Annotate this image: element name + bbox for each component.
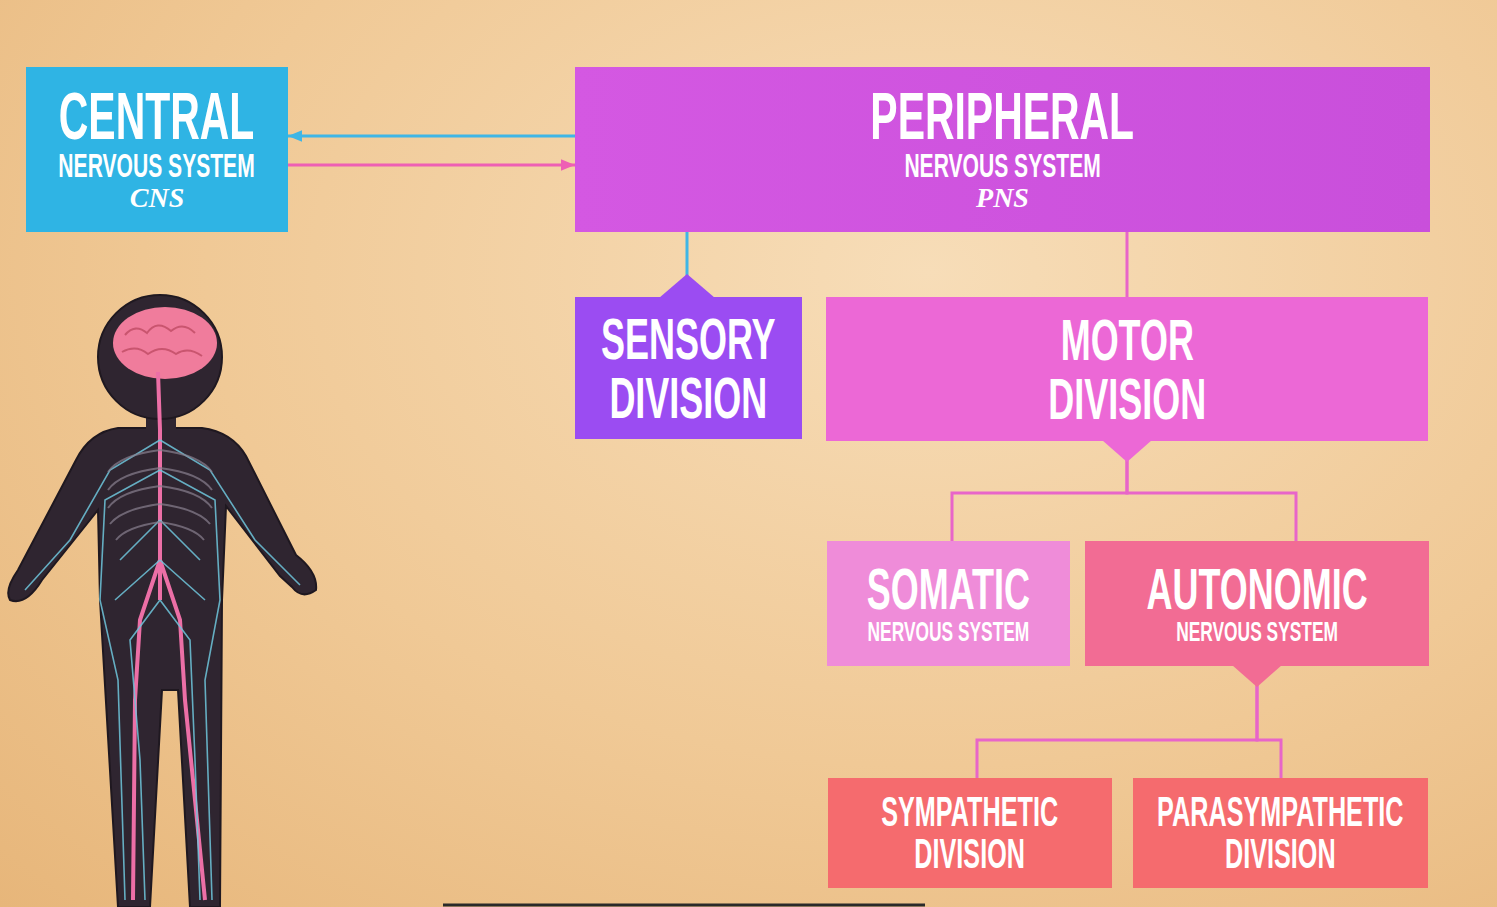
parasympathetic-box: PARASYMPATHETIC DIVISION <box>1133 778 1428 888</box>
connector-line <box>952 441 1127 541</box>
cns-box: CENTRALNERVOUS SYSTEMCNS <box>26 67 288 232</box>
body-silhouette <box>8 295 316 907</box>
pointer-triangle <box>1232 665 1282 687</box>
sympathetic-box: SYMPATHETIC DIVISION <box>828 778 1112 888</box>
connector-line <box>1127 441 1296 541</box>
node-subtext: NERVOUS SYSTEM <box>37 148 277 182</box>
ribs <box>108 450 212 540</box>
connector-line <box>977 666 1257 778</box>
node-heading: PERIPHERAL <box>753 85 1253 148</box>
node-heading: MOTOR DIVISION <box>1027 310 1227 428</box>
node-subtext: NERVOUS SYSTEM <box>803 148 1203 182</box>
node-subtext: PNS <box>903 182 1103 214</box>
connector-line <box>1126 232 1129 297</box>
node-heading: SENSORY DIVISION <box>586 309 791 427</box>
body-outline <box>8 428 316 907</box>
node-heading: CENTRAL <box>37 85 277 148</box>
node-heading: PARASYMPATHETIC DIVISION <box>1141 791 1421 875</box>
brain-folds <box>122 325 202 356</box>
scrub-bar <box>443 904 925 907</box>
pointer-triangle <box>659 274 715 298</box>
node-heading: AUTONOMIC <box>1097 561 1417 618</box>
connector-arrow <box>288 135 575 138</box>
nerves <box>25 440 300 900</box>
node-subtext: NERVOUS SYSTEM <box>836 618 1061 646</box>
pns-box: PERIPHERALNERVOUS SYSTEMPNS <box>575 67 1430 232</box>
motor-box: MOTOR DIVISION <box>826 297 1428 441</box>
somatic-box: SOMATICNERVOUS SYSTEM <box>827 541 1070 666</box>
autonomic-box: AUTONOMICNERVOUS SYSTEM <box>1085 541 1429 666</box>
node-subtext: NERVOUS SYSTEM <box>1097 618 1417 646</box>
sensory-box: SENSORY DIVISION <box>575 297 802 439</box>
node-heading: SYMPATHETIC DIVISION <box>855 791 1085 875</box>
node-heading: SOMATIC <box>836 561 1061 618</box>
node-subtext: CNS <box>57 182 257 214</box>
connector-arrow <box>288 164 575 167</box>
pointer-triangle <box>1102 440 1152 462</box>
brain <box>113 307 217 379</box>
